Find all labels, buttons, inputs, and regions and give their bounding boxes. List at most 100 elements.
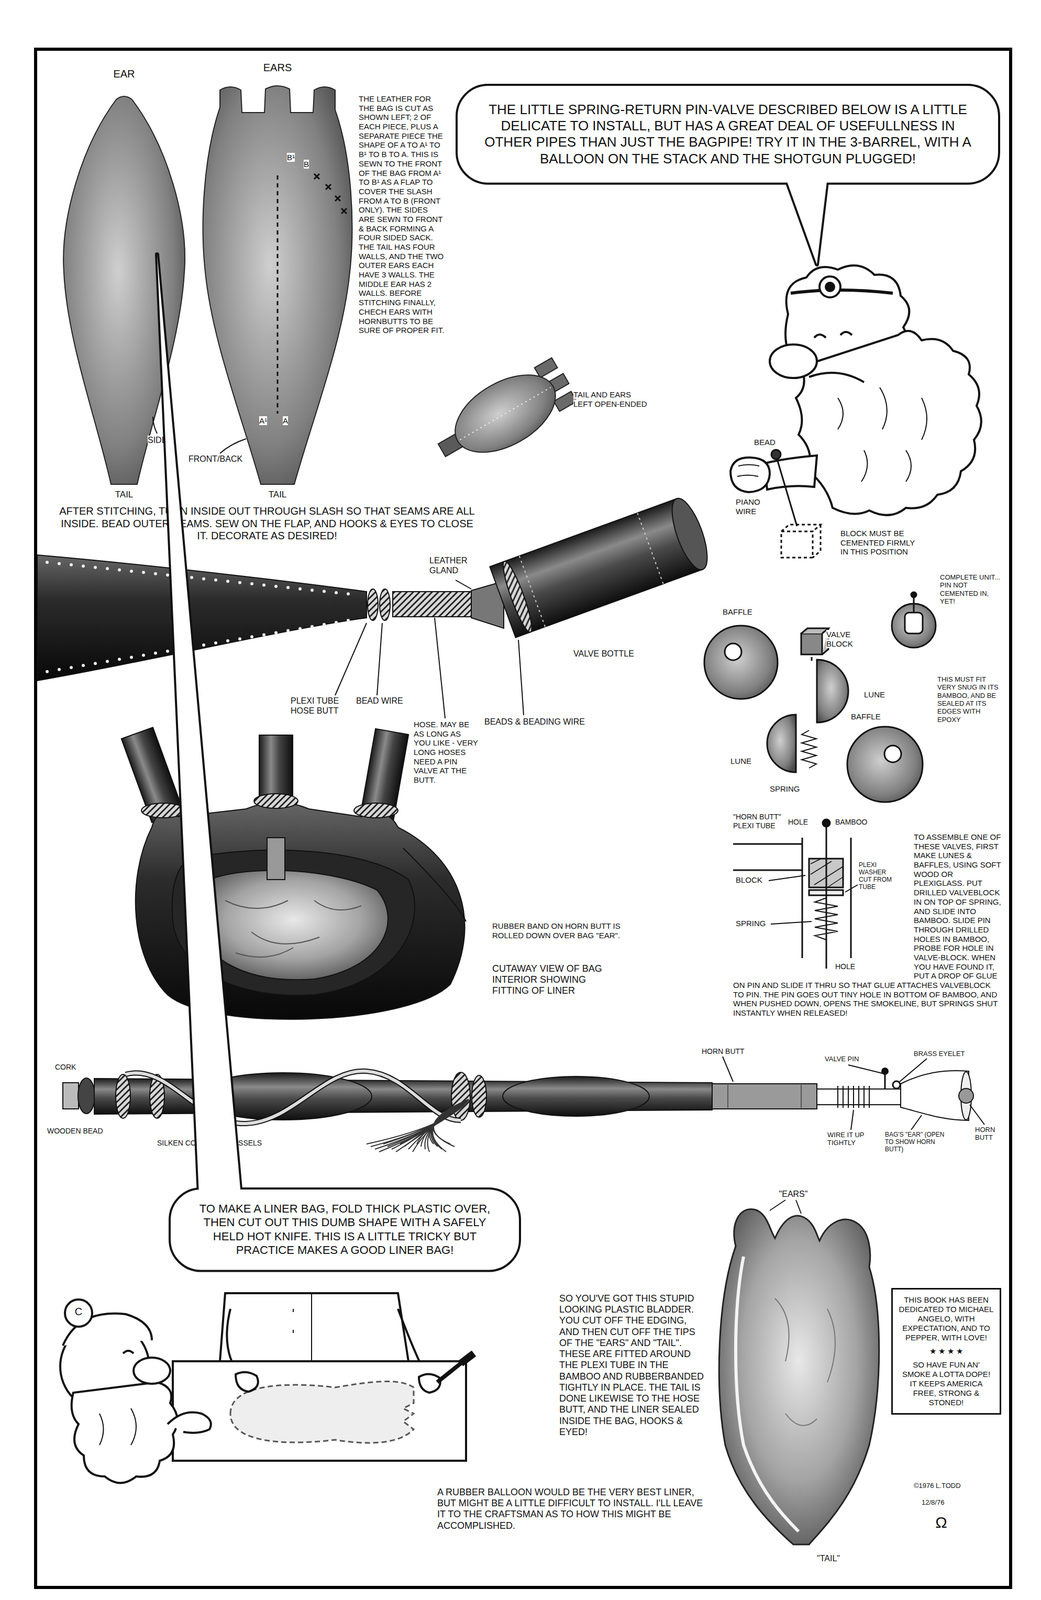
- bag-tail-and-hose: [334, 591, 338, 595]
- bagpipe-stem: [432, 1099, 469, 1150]
- label-box: VALVE BLOCK: [826, 629, 863, 649]
- liner-maker-scene: [123, 1350, 134, 1354]
- bag-cutaway: [253, 793, 298, 809]
- note-text: TO ASSEMBLE ONE OF THESE VALVES, FIRST M…: [733, 832, 1002, 1018]
- part-label: HORN BUTT: [975, 1125, 995, 1142]
- liner-maker-scene: [437, 1361, 464, 1383]
- bag-tail-and-hose: [489, 498, 703, 638]
- bagpipe-stem: [958, 1088, 974, 1104]
- part-label: HOLE: [835, 962, 856, 971]
- bearded-man: [730, 265, 982, 516]
- bagpipe-stem: [408, 1099, 469, 1150]
- bagpipe-stem: [837, 1086, 870, 1109]
- note-text: RUBBER BAND ON HORN BUTT IS ROLLED DOWN …: [492, 921, 621, 940]
- bagpipe-stem: [502, 1076, 650, 1117]
- bagpipe-stem: [62, 1082, 79, 1110]
- valve-cross-section: [733, 819, 858, 969]
- bagpipe-stem: [125, 1071, 461, 1124]
- part-label: WIRE IT UP TIGHTLY: [827, 1131, 865, 1147]
- label-box: CORK: [54, 1062, 87, 1072]
- signature-text: ©1976 L.TODD: [913, 1481, 961, 1490]
- label-box: SPRING: [735, 918, 770, 929]
- leather-pieces: [314, 173, 347, 214]
- liner-maker-scene: [71, 1382, 178, 1484]
- bag-cutaway: [267, 837, 285, 880]
- dedication-text: ★ ★ ★ ★: [898, 1346, 994, 1357]
- text-spacer: [733, 832, 914, 974]
- bag-tail-and-hose: [286, 629, 290, 633]
- part-label: VALVE PIN: [824, 1055, 859, 1063]
- part-label: EARS: [263, 61, 292, 74]
- bag-tail-and-hose: [346, 592, 350, 596]
- part-label: SPRING: [769, 784, 801, 794]
- pin-valve-parts: [704, 625, 778, 700]
- bag-tail-and-hose: [141, 653, 146, 657]
- plastic-liner: [735, 1256, 799, 1532]
- label-box: PLEXI WASHER CUT FROM TUBE: [858, 861, 901, 892]
- note-text: BLOCK MUST BE CEMENTED FIRMLY IN THIS PO…: [840, 528, 915, 557]
- bagpipe-stem: [78, 1078, 95, 1114]
- bag-tail-and-hose: [262, 583, 266, 587]
- bagpipe-stem: [430, 1099, 469, 1147]
- liner-maker-scene: [133, 1357, 171, 1384]
- part-label: TAIL: [268, 489, 287, 500]
- part-label: "HORN BUTT" PLEXI TUBE: [733, 812, 782, 830]
- bag-tail-and-hose: [346, 618, 350, 623]
- label-box: Ω: [929, 1513, 954, 1532]
- liner-maker-scene: [235, 1372, 259, 1392]
- label-box: BRASS EYELET: [913, 1049, 977, 1058]
- bag-tail-and-hose: [322, 590, 326, 594]
- part-label: PLEXI WASHER CUT FROM TUBE: [858, 861, 892, 891]
- label-box: HOLE: [835, 962, 862, 972]
- bag-cutaway: [198, 870, 389, 981]
- label-box: BLOCK MUST BE CEMENTED FIRMLY IN THIS PO…: [840, 528, 925, 557]
- label-box: THE LEATHER FOR THE BAG IS CUT AS SHOWN …: [358, 94, 446, 336]
- bag-tail-and-hose: [93, 661, 97, 666]
- label-box: EARS: [256, 61, 299, 75]
- bag-tail-and-hose: [250, 635, 254, 639]
- bearded-man: [825, 282, 835, 292]
- liner-maker-scene: [167, 1412, 212, 1434]
- pin-valve-parts: [801, 633, 823, 655]
- bag-tail-and-hose: [202, 643, 206, 647]
- part-label: VALVE BLOCK: [826, 629, 854, 649]
- valve-cross-section: [825, 826, 828, 969]
- leather-pieces: [277, 175, 279, 414]
- bag-tail-and-hose: [57, 561, 61, 566]
- liner-maker-scene: [60, 1293, 474, 1484]
- bagpipe-stem: [370, 1099, 469, 1147]
- bag-tail-and-hose: [69, 666, 73, 670]
- label-box: BEAD WIRE: [356, 696, 409, 707]
- sewn-bag: [441, 359, 569, 469]
- label-box: ©1976 L.TODD: [913, 1481, 998, 1490]
- note-text: COMPLETE UNIT... PIN NOT CEMENTED IN, YE…: [939, 573, 1001, 606]
- bearded-man: [795, 330, 982, 516]
- part-label: BAMBOO: [835, 817, 868, 827]
- label-box: BAG'S "EAR" (OPEN TO SHOW HORN BUTT): [884, 1131, 951, 1154]
- box-border: [892, 1289, 1001, 1415]
- label-box: WIRE IT UP TIGHTLY: [827, 1131, 870, 1148]
- bag-tail-and-hose: [81, 564, 85, 568]
- part-label: SPRING: [735, 918, 767, 928]
- label-box: COMPLETE UNIT... PIN NOT CEMENTED IN, YE…: [939, 573, 1003, 606]
- part-label: PLEXI TUBE HOSE BUTT: [290, 696, 339, 716]
- bearded-man: [730, 457, 770, 493]
- note-text: A RUBBER BALLOON WOULD BE THE VERY BEST …: [437, 1487, 703, 1532]
- bag-tail-and-hose: [153, 572, 158, 576]
- pin-valve-parts: [777, 459, 797, 527]
- bag-tail-and-hose: [129, 655, 134, 659]
- bagpipe-stem: [424, 1099, 469, 1150]
- bag-tail-and-hose: [214, 641, 218, 645]
- liner-maker-scene: [230, 1381, 414, 1444]
- bag-tail-and-hose: [665, 494, 715, 574]
- bearded-man: [814, 331, 852, 338]
- bagpipe-stem: [892, 1081, 901, 1089]
- bag-cutaway: [353, 803, 398, 818]
- pin-valve-parts: [801, 730, 817, 769]
- part-label: BEADS & BEADING WIRE: [484, 717, 585, 727]
- label-box: "HORN BUTT" PLEXI TUBE: [733, 812, 786, 830]
- label-box: RUBBER BAND ON HORN BUTT IS ROLLED DOWN …: [492, 921, 629, 940]
- bag-tail-and-hose: [190, 576, 194, 580]
- label-box: THIS MUST FIT VERY SNUG IN ITS BAMBOO, A…: [937, 675, 1003, 724]
